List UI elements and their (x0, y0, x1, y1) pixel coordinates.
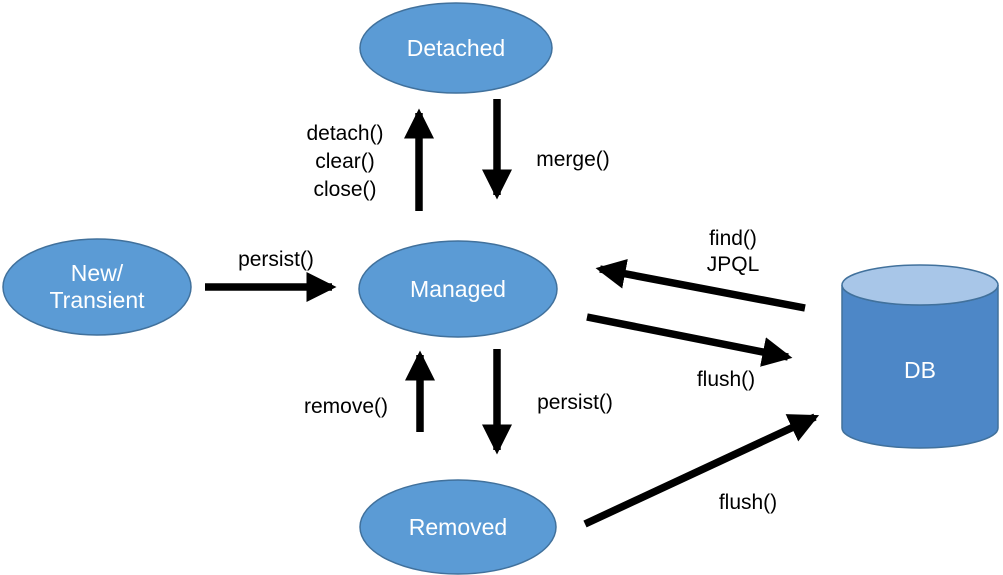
edge-label-flush-removed-to-db: flush() (719, 491, 777, 514)
node-db: DB (841, 264, 999, 449)
detached-label: Detached (407, 35, 505, 61)
db-label: DB (904, 357, 936, 383)
edge-label-remove: remove() (304, 395, 388, 418)
edges (205, 99, 820, 528)
removed-label: Removed (409, 514, 507, 540)
edge-label-close: close() (313, 178, 376, 201)
arrow-flush-managed-to-db (586, 313, 793, 367)
arrow-flush-removed-to-db (583, 413, 820, 528)
node-new-transient: New/ Transient (2, 238, 192, 336)
new-transient-label-line2: Transient (49, 287, 145, 313)
node-detached: Detached (359, 2, 553, 94)
managed-label: Managed (410, 276, 506, 302)
edge-label-flush-managed-to-db: flush() (697, 368, 755, 391)
edge-label-detach: detach() (306, 122, 383, 145)
edge-label-jpql: JPQL (707, 253, 760, 276)
edge-label-find: find() (709, 227, 757, 250)
removed-ellipse (359, 479, 557, 575)
edge-label-clear: clear() (315, 150, 375, 173)
arrow-find-db-to-managed (595, 259, 806, 312)
detached-ellipse (359, 2, 553, 94)
edge-label-persist-managed-to-removed: persist() (537, 391, 613, 414)
managed-ellipse (358, 240, 558, 338)
db-cylinder-top (841, 264, 999, 306)
node-managed: Managed (358, 240, 558, 338)
edge-labels: persist() detach() clear() close() merge… (238, 122, 777, 514)
new-transient-ellipse (2, 238, 192, 336)
new-transient-label-line1: New/ (71, 260, 124, 286)
edge-label-persist-new-to-managed: persist() (238, 248, 314, 271)
edge-label-merge: merge() (536, 148, 610, 171)
node-removed: Removed (359, 479, 557, 575)
